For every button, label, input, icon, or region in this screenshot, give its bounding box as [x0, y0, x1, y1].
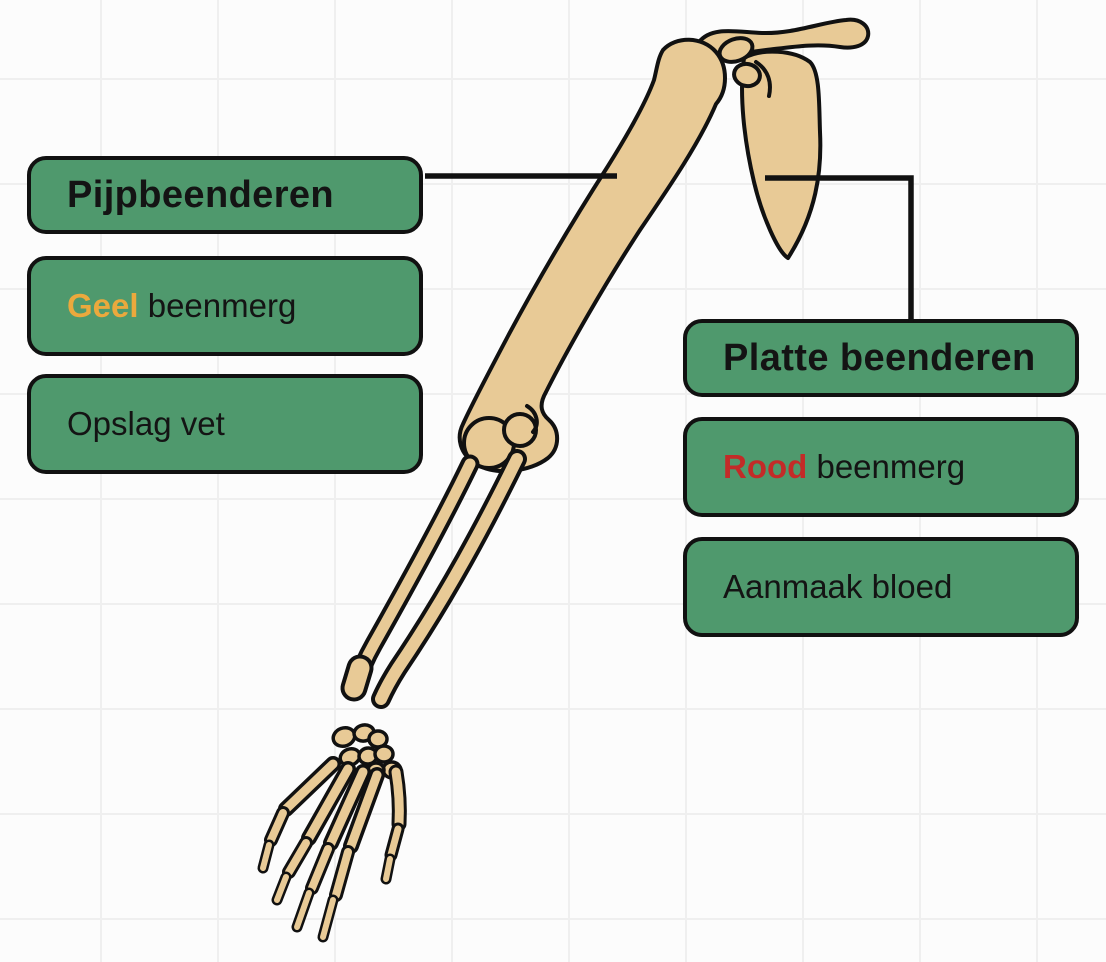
elbow-joint	[462, 404, 539, 470]
geel-highlight: Geel	[67, 287, 139, 324]
pijpbeenderen-label: Pijpbeenderen	[67, 173, 335, 216]
opslag-vet-label: Opslag vet	[67, 405, 225, 442]
platte-beenderen-leader-line	[765, 175, 914, 322]
metacarpal-bones	[278, 756, 407, 854]
rood-beenmerg-box: Rood beenmerg	[683, 417, 1079, 517]
ulna-bone	[371, 449, 527, 709]
finger-bones	[257, 806, 405, 943]
geel-beenmerg-label: beenmerg	[138, 287, 297, 324]
scapula-notch-line	[754, 60, 772, 98]
carpal-bones	[331, 723, 403, 780]
geel-beenmerg-box: Geel beenmerg	[27, 256, 423, 356]
pijpbeenderen-header-box: Pijpbeenderen	[27, 156, 423, 234]
humerus-bone	[457, 37, 727, 474]
opslag-vet-box: Opslag vet	[27, 374, 423, 474]
acromion-bone	[717, 36, 755, 64]
radius-bone	[340, 454, 480, 702]
aanmaak-bloed-label: Aanmaak bloed	[723, 568, 953, 605]
scapula-bone	[740, 49, 823, 260]
platte-beenderen-label: Platte beenderen	[723, 336, 1036, 379]
clavicle-bone	[693, 17, 871, 60]
aanmaak-bloed-box: Aanmaak bloed	[683, 537, 1079, 637]
platte-beenderen-header-box: Platte beenderen	[683, 319, 1079, 397]
connector-lines	[425, 173, 914, 322]
coracoid-bone	[732, 61, 762, 89]
rood-beenmerg-label: beenmerg	[807, 448, 966, 485]
rood-highlight: Rood	[723, 448, 808, 485]
